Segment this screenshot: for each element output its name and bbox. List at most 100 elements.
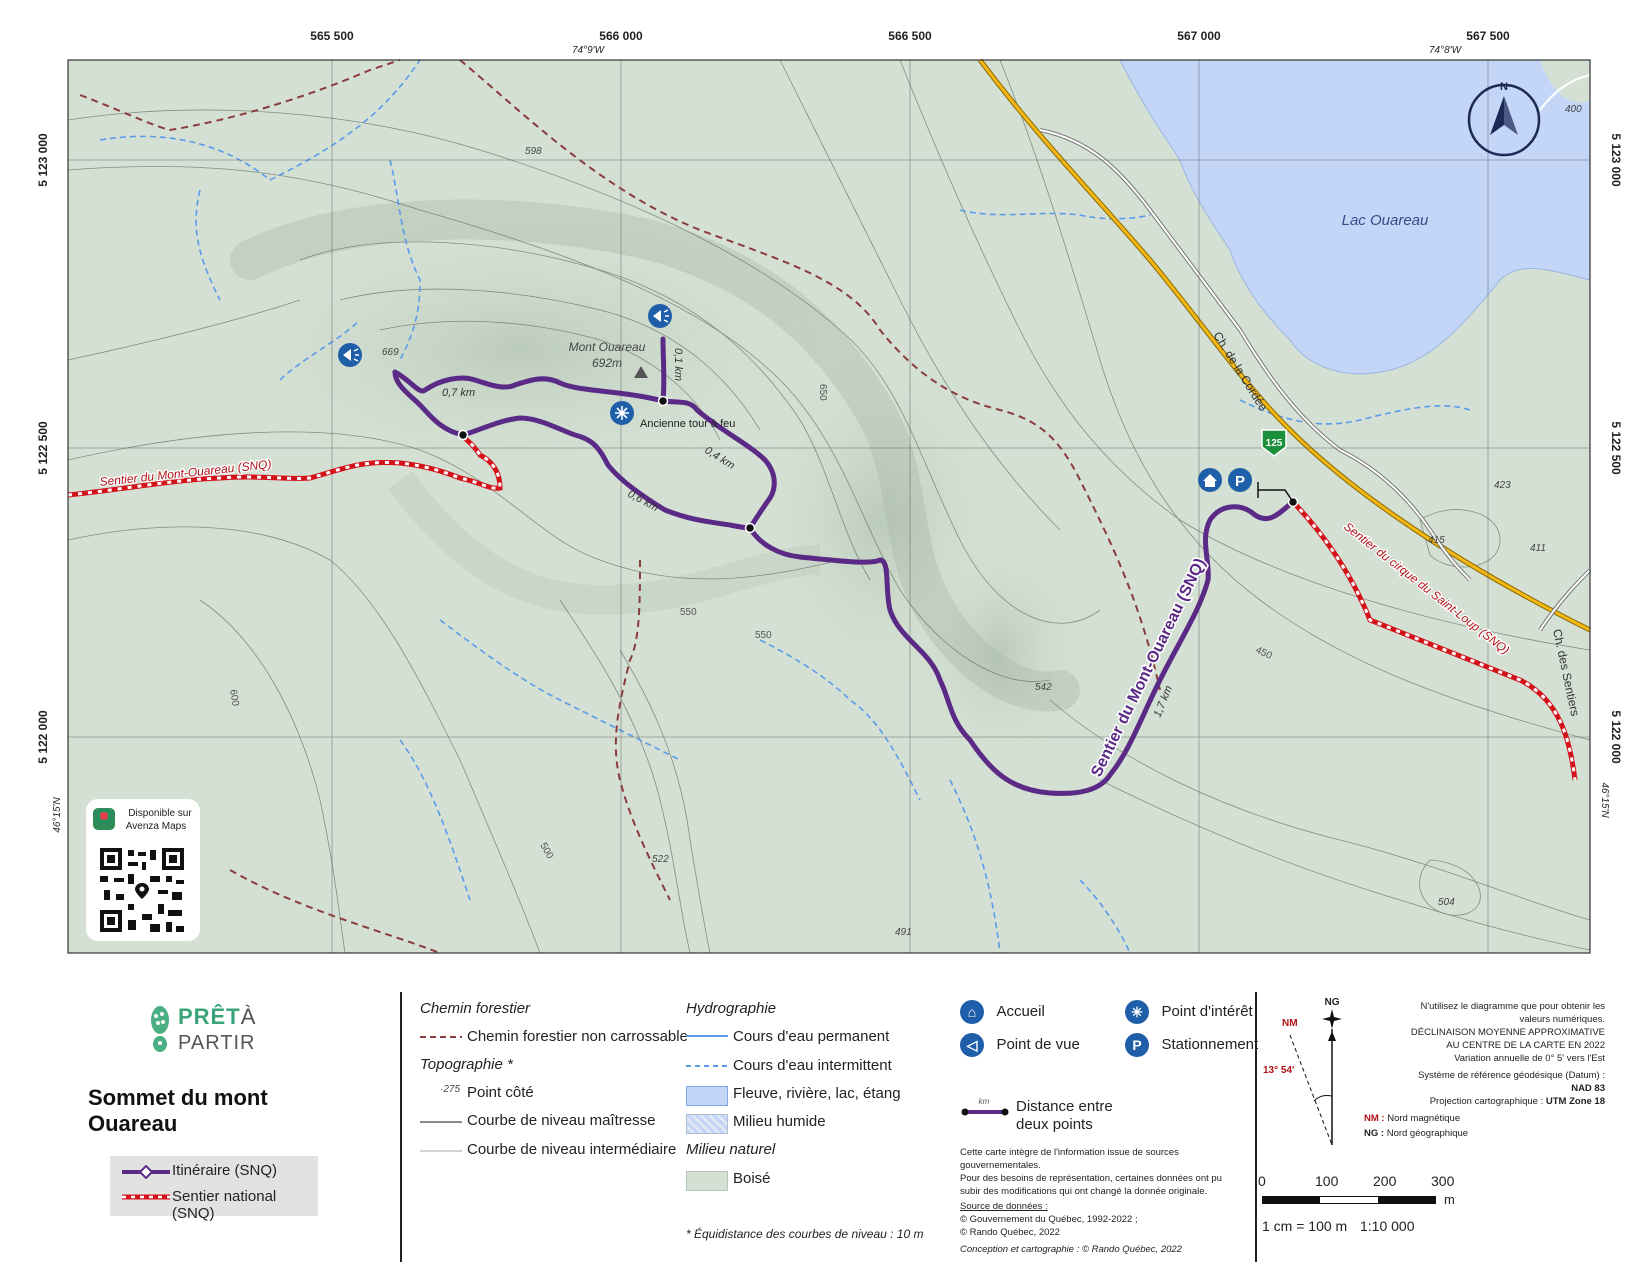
wetland-swatch	[686, 1114, 728, 1134]
datum-label: Système de référence géodésique (Datum) …	[1418, 1070, 1605, 1081]
legend-panel: PRÊTÀ PARTIR Sommet du mont Ouareau Itin…	[0, 960, 1650, 1275]
parking-legend-icon: P	[1125, 1033, 1149, 1057]
grid-label-x-top-5: 567 500	[1466, 29, 1510, 43]
ng-legend-text: Nord géographique	[1386, 1128, 1469, 1139]
grid-label-y-left-3: 5 122 000	[36, 710, 50, 764]
wetland-legend-label: Milieu humide	[733, 1113, 826, 1130]
brand-line2: PARTIR	[178, 1032, 256, 1054]
projection-value: UTM Zone 18	[1545, 1096, 1605, 1107]
national-trail-swatch	[122, 1194, 170, 1200]
scale-bar: 0 100 200 300 m 1 cm = 100 m 1:10 000	[1258, 1173, 1482, 1243]
credits-line3: subir des modifications qui ont changé l…	[960, 1186, 1208, 1197]
viewpoint-icon-west[interactable]	[338, 343, 362, 367]
viewpoint-icon-summit[interactable]	[648, 304, 672, 328]
parking-symbol: P Stationnement	[1125, 1033, 1258, 1057]
avenza-line2: Avenza Maps	[126, 821, 186, 832]
datum-value: NAD 83	[1571, 1083, 1605, 1094]
route-125-number: 125	[1266, 438, 1283, 449]
scale-ratio: 1:10 000	[1360, 1218, 1415, 1234]
contour-footnote: * Équidistance des courbes de niveau : 1…	[686, 1227, 924, 1241]
topo-title: Topographie *	[420, 1056, 513, 1073]
national-trail-legend-label: Sentier national (SNQ)	[172, 1188, 277, 1222]
spot-height-415: 415	[1428, 535, 1445, 546]
perm-stream-swatch	[686, 1035, 728, 1037]
credits-source-title: Source de données :	[960, 1201, 1048, 1212]
credits-line2: Pour des besoins de représentation, cert…	[960, 1173, 1222, 1184]
contour-label-550b: 550	[755, 630, 772, 641]
credits-source1: © Gouvernement du Québec, 1992-2022 ;	[960, 1214, 1138, 1225]
parking-connector	[1257, 482, 1294, 503]
summit-elevation: 692m	[592, 356, 622, 370]
scale-tick-200: 200	[1373, 1173, 1397, 1189]
chemin-de-la-cordee-fill	[1039, 129, 1471, 581]
grid-label-y-right-1: 5 123 000	[1609, 133, 1623, 187]
perm-stream-label: Cours d'eau permanent	[733, 1028, 890, 1045]
viewpoint-label: Point de vue	[996, 1036, 1080, 1054]
poi-label-text: Ancienne tour à feu	[640, 418, 735, 430]
qr-code[interactable]	[98, 846, 186, 934]
credits-block: Cette carte intègre de l'information iss…	[960, 1146, 1250, 1256]
spot-height-label: Point côté	[467, 1084, 534, 1101]
distance-swatch-tag: km	[979, 1097, 990, 1106]
natural-title: Milieu naturel	[686, 1141, 776, 1158]
master-contour-label: Courbe de niveau maîtresse	[467, 1112, 656, 1129]
legend-divider-right	[1255, 992, 1257, 1262]
north-arrow-icon: N	[1467, 81, 1541, 157]
declination-notes: N'utilisez le diagramme que pour obtenir…	[1400, 1000, 1605, 1108]
poi-icon-fire-tower[interactable]	[610, 401, 634, 425]
hydro-title: Hydrographie	[686, 1000, 777, 1017]
declination-diagram: NG NM 13° 54'	[1263, 997, 1342, 1146]
intermediate-contour-swatch	[420, 1150, 462, 1152]
spot-height-522: 522	[652, 854, 669, 865]
grid-label-y-left-1: 5 123 000	[36, 133, 50, 187]
decl-note1: N'utilisez le diagramme que pour obtenir…	[1420, 1001, 1605, 1012]
nm-legend: NM : Nord magnétique	[1364, 1112, 1460, 1125]
national-trail[interactable]	[67, 433, 1578, 781]
summit-triangle	[634, 366, 648, 378]
projection-label: Projection cartographique :	[1429, 1096, 1544, 1107]
brand-line1b: À	[240, 1004, 257, 1029]
credits-line1: Cette carte intègre de l'information iss…	[960, 1147, 1179, 1171]
parking-icon-letter: P	[1235, 473, 1245, 490]
itinerary-swatch	[122, 1165, 170, 1179]
spot-height-sample: 275	[443, 1084, 461, 1095]
longitude-label-top-2: 74°8'W	[1429, 45, 1463, 56]
lake-label: Lac Ouareau	[1342, 212, 1429, 229]
spot-height-504: 504	[1438, 897, 1455, 908]
parking-legend-label: Stationnement	[1161, 1036, 1259, 1054]
forest-swatch	[686, 1171, 728, 1191]
north-arrow-letter: N	[1500, 81, 1508, 93]
forest-road-swatch	[420, 1036, 462, 1038]
avenza-qr-panel[interactable]: Disponible sur Avenza Maps	[86, 799, 200, 941]
master-contour-swatch	[420, 1121, 462, 1123]
intermediate-contour-label: Courbe de niveau intermédiaire	[467, 1141, 677, 1158]
avenza-line1: Disponible sur	[128, 808, 192, 819]
map-border	[67, 59, 1591, 954]
accueil-symbol: ⌂ Accueil	[960, 1000, 1045, 1024]
topographic-map[interactable]: 565 500 566 000 566 500 567 000 567 500 …	[0, 0, 1650, 960]
distance-swatch: km	[961, 1097, 1009, 1116]
latitude-label-left: 46°15'N	[52, 797, 63, 833]
viewpoint-symbol: ◁ Point de vue	[960, 1033, 1080, 1057]
credits-source2: © Rando Québec, 2022	[960, 1227, 1060, 1238]
grid-label-y-right-3: 5 122 000	[1609, 710, 1623, 764]
spot-height-400: 400	[1565, 104, 1582, 115]
viewpoint-icon: ◁	[960, 1033, 984, 1057]
poi-label: Ancienne tour à feu	[640, 418, 735, 430]
forest-roads	[79, 59, 1161, 954]
int-stream-label: Cours d'eau intermittent	[733, 1057, 892, 1074]
distance-label-01: 0,1 km	[672, 348, 684, 381]
scale-segments	[1262, 1196, 1436, 1204]
itinerary-trail[interactable]	[392, 336, 1296, 796]
grid-label-x-top-1: 565 500	[310, 29, 354, 43]
parking-icon[interactable]: P	[1228, 468, 1252, 492]
grid-label-y-right-2: 5 122 500	[1609, 421, 1623, 475]
int-stream-swatch	[686, 1065, 728, 1067]
decl-note5: Variation annuelle de 0° 5' vers l'Est	[1454, 1053, 1605, 1064]
itinerary-legend-label: Itinéraire (SNQ)	[172, 1162, 278, 1179]
distance-legend-line2: deux points	[1016, 1116, 1093, 1133]
home-icon-accueil[interactable]	[1198, 468, 1222, 492]
grid-label-x-top-2: 566 000	[599, 29, 643, 43]
contour-lines	[67, 59, 1591, 954]
poi-legend-label: Point d'intérêt	[1161, 1003, 1253, 1021]
